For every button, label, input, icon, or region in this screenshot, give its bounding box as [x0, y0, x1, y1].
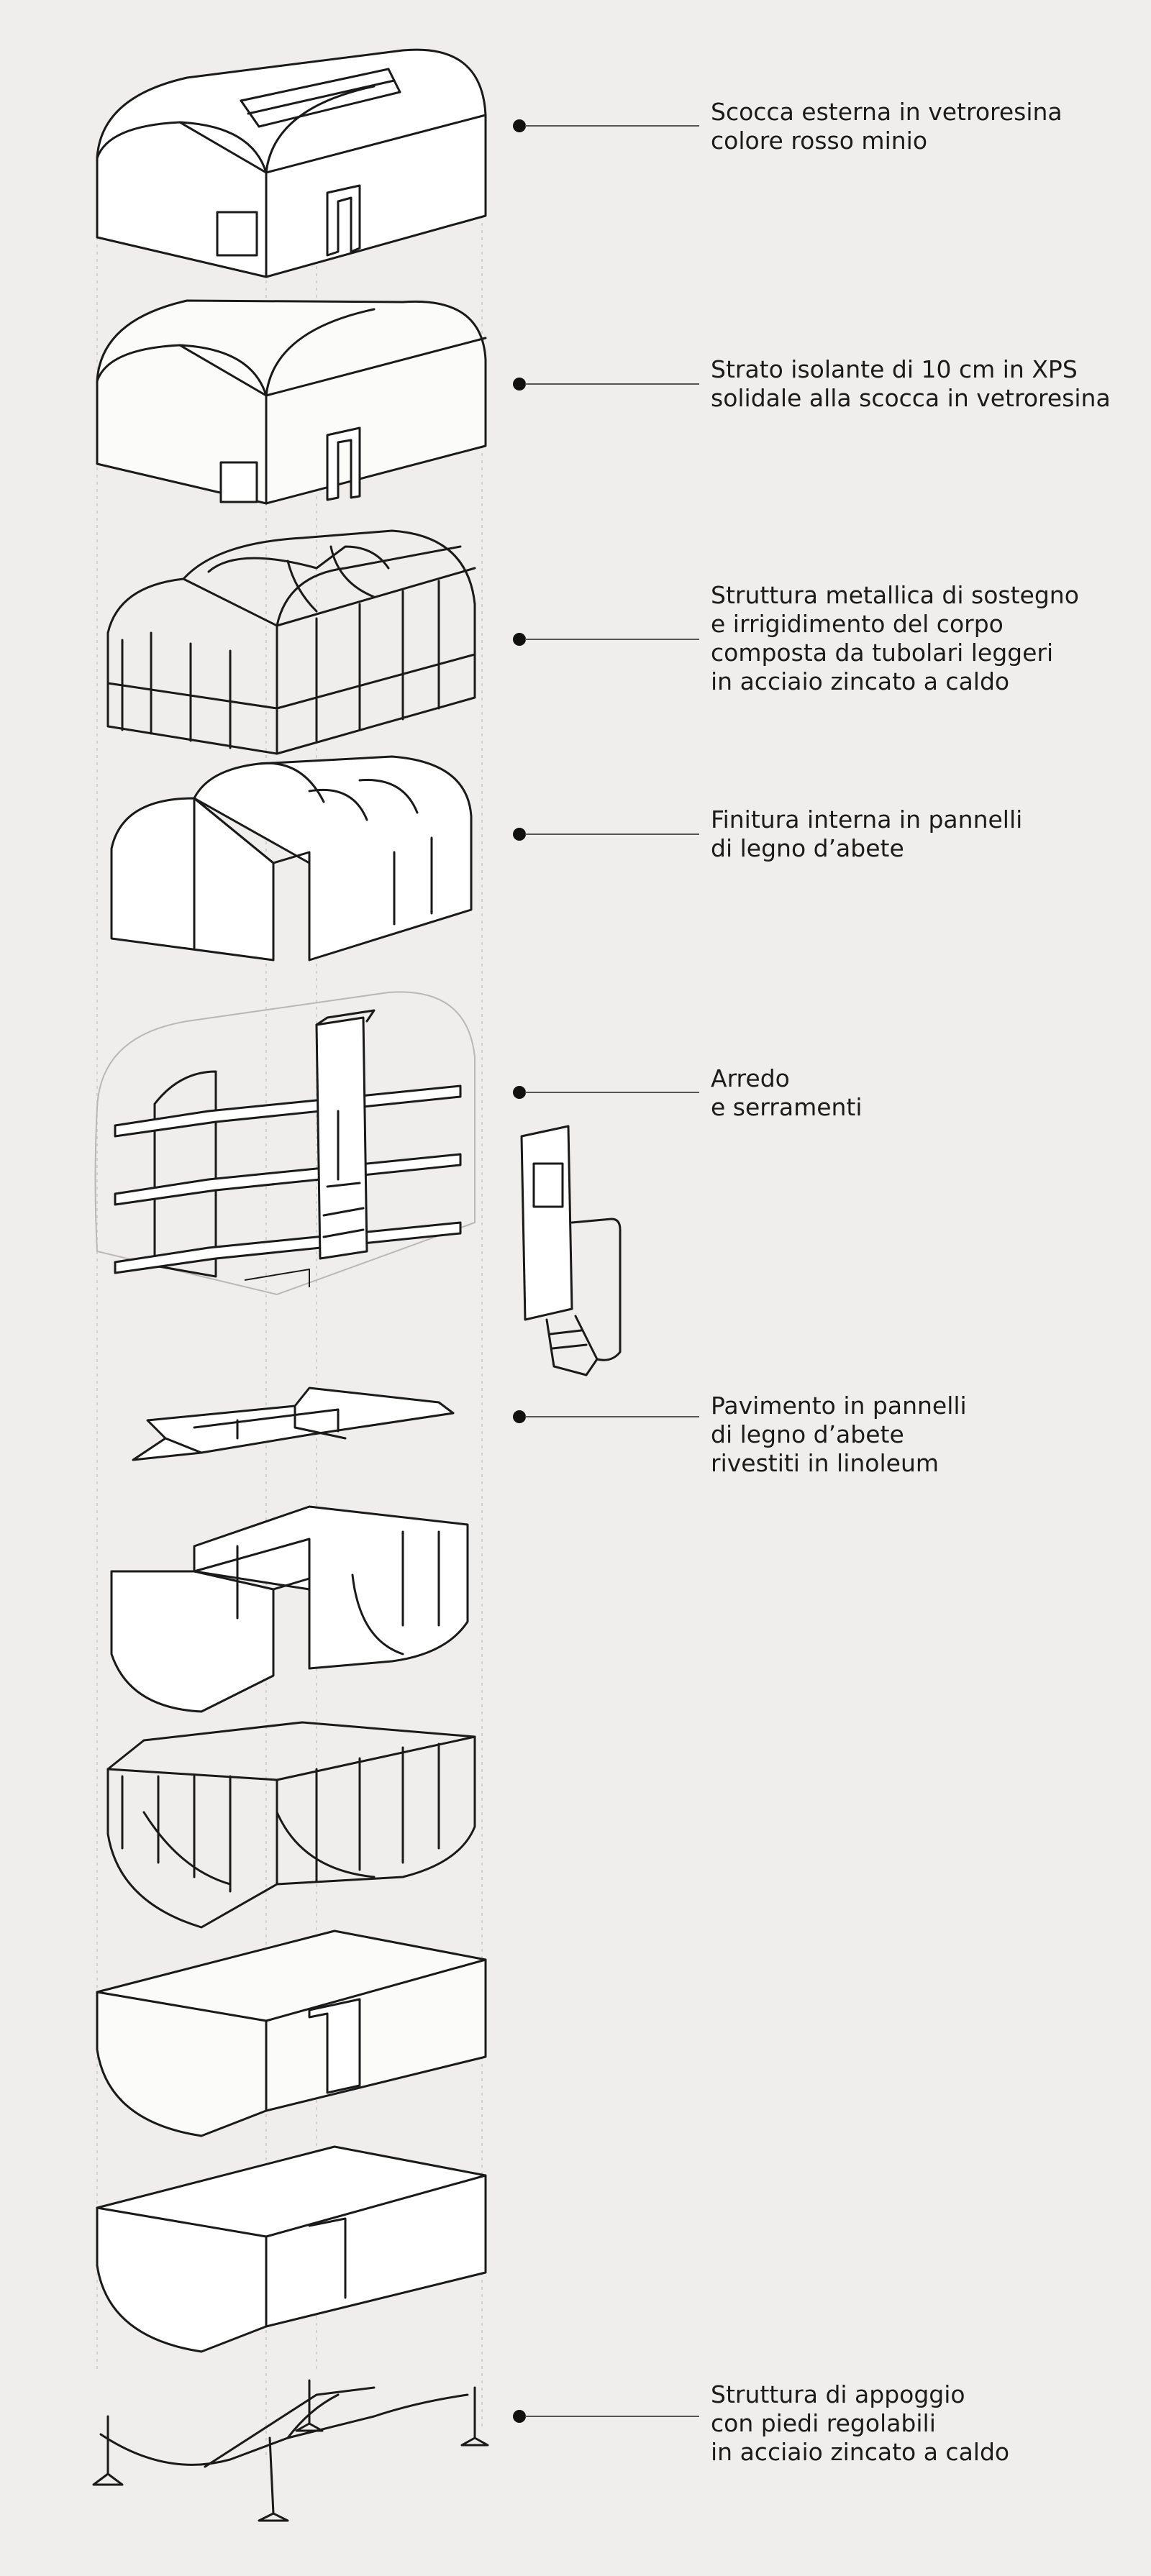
label-support: Struttura di appoggio con piedi regolabi… [711, 2380, 1009, 2467]
label-line: in acciaio zincato a caldo [711, 667, 1010, 695]
label-interior-lining: Finitura interna in pannelli di legno d’… [711, 805, 1022, 863]
label-line: colore rosso minio [711, 127, 928, 155]
label-line: di legno d’abete [711, 834, 904, 862]
label-line: Struttura metallica di sostegno [711, 581, 1079, 609]
insulation-layer [96, 299, 487, 505]
label-line: rivestiti in linoleum [711, 1449, 940, 1477]
label-line: Scocca esterna in vetroresina [711, 98, 1063, 126]
label-line: solidale alla scocca in vetroresina [711, 384, 1111, 412]
label-line: composta da tubolari leggeri [711, 639, 1054, 667]
lower-frame-layer [106, 1721, 476, 1929]
label-line: e serramenti [711, 1093, 863, 1121]
interior-lining-layer [110, 755, 473, 962]
label-line: Struttura di appoggio [711, 2380, 965, 2408]
metal-frame-layer [106, 529, 476, 755]
label-line: e irrigidimento del corpo [711, 610, 1004, 638]
label-line: in acciaio zincato a caldo [711, 2438, 1010, 2466]
lower-shell-layer [96, 2145, 487, 2353]
outer-shell-layer [96, 48, 487, 278]
label-outer-shell: Scocca esterna in vetroresina colore ros… [711, 98, 1063, 155]
label-line: Arredo [711, 1064, 790, 1092]
label-furniture: Arredo e serramenti [711, 1064, 863, 1122]
label-line: Strato isolante di 10 cm in XPS [711, 355, 1078, 383]
label-line: Finitura interna in pannelli [711, 805, 1023, 833]
lower-lining-layer [110, 1505, 469, 1713]
floor-layer [132, 1387, 455, 1461]
label-line: Pavimento in pannelli [711, 1392, 967, 1420]
label-insulation: Strato isolante di 10 cm in XPS solidale… [711, 355, 1111, 413]
label-line: di legno d’abete [711, 1420, 904, 1448]
lower-insulation-layer [96, 1929, 487, 2137]
leader-lines [513, 119, 699, 2423]
label-floor: Pavimento in pannelli di legno d’abete r… [711, 1392, 967, 1478]
support-structure-layer [92, 2379, 489, 2522]
label-line: con piedi regolabili [711, 2409, 936, 2437]
label-metal-frame: Struttura metallica di sostegno e irrigi… [711, 581, 1079, 696]
furniture-layer [94, 991, 622, 1376]
